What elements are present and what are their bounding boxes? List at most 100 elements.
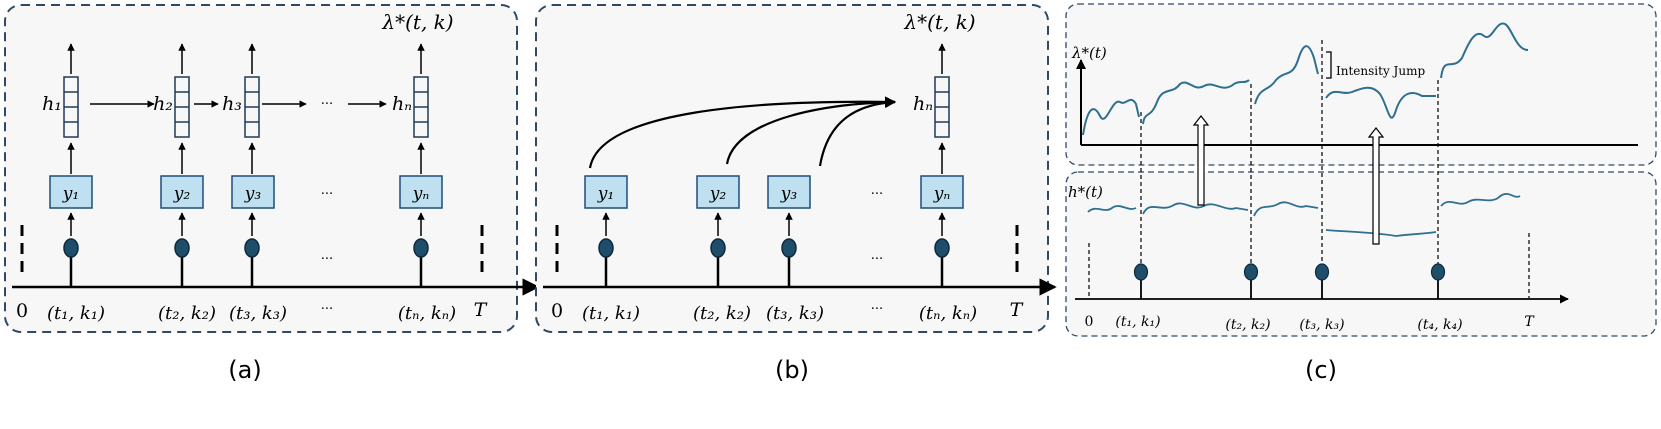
intensity-curve-seg4 (1325, 86, 1436, 119)
h-label: h₂ (153, 93, 173, 115)
ellipsis: ··· (871, 187, 883, 202)
h-label: hₙ (913, 93, 933, 115)
y-box (49, 175, 93, 209)
hidden-curve-seg3 (1253, 201, 1319, 217)
y-box (399, 175, 443, 209)
h-label: h₃ (222, 93, 242, 115)
event-dot (63, 238, 79, 258)
h-label: hₙ (392, 93, 412, 115)
panel-b-event-1 (598, 238, 614, 287)
hidden-vector-2 (174, 76, 190, 138)
event-dot (1243, 263, 1259, 281)
start-label: 0 (16, 300, 28, 322)
ellipsis: ··· (321, 187, 333, 202)
caption-c: (c) (1305, 356, 1337, 384)
event-label: (t₂, k₂) (1225, 317, 1270, 333)
caption-a: (a) (228, 356, 261, 384)
intensity-label: λ*(t, k) (903, 10, 975, 34)
event-label: (tₙ, kₙ) (398, 303, 456, 324)
ellipsis: ··· (321, 252, 333, 267)
panel-b-event-3 (781, 238, 797, 287)
panel-a: y₁ y₂ y₃ yₙ h₁ h₂ h₃ hₙ (4, 4, 540, 384)
event-label: (t₁, k₁) (47, 303, 105, 324)
event-label: (t₁, k₁) (1115, 314, 1160, 330)
intensity-curve-seg3 (1254, 45, 1319, 105)
event-label: (t₂, k₂) (693, 303, 751, 324)
panel-c: λ*(t) Intensity Jump h*(t) (1065, 3, 1657, 384)
start-label: 0 (1085, 314, 1094, 330)
event-dot (174, 238, 190, 258)
hidden-axis-label: h*(t) (1068, 183, 1103, 201)
hidden-vector-n (413, 76, 429, 138)
y-label: yₙ (412, 184, 430, 204)
panel-b: y₁ y₂ y₃ yₙ hₙ λ*(t, k) ··· ··· 0 (t₁, k… (535, 4, 1057, 384)
attention-curve-1 (588, 96, 897, 169)
event-dot (244, 238, 260, 258)
y-label: y₁ (62, 184, 79, 204)
hidden-curve-seg2 (1142, 202, 1249, 215)
event-label: (t₁, k₁) (582, 303, 640, 324)
panel-a-event-3 (244, 238, 260, 287)
y-label: y₁ (597, 184, 614, 204)
y-box (231, 175, 275, 209)
y-label: y₂ (709, 184, 727, 204)
hollow-arrow-icon (1367, 127, 1385, 245)
hidden-curve-seg4 (1325, 229, 1437, 237)
y-label: y₂ (173, 184, 191, 204)
h-label: h₁ (42, 93, 62, 115)
intensity-axis-label: λ*(t) (1071, 44, 1107, 62)
event-dot (1314, 263, 1330, 281)
hidden-curve-seg5 (1440, 193, 1521, 207)
event-label: (t₃, k₃) (1299, 317, 1344, 333)
y-box (160, 175, 204, 209)
event-label: (t₄, k₄) (1417, 317, 1462, 333)
event-dot (781, 238, 797, 258)
panel-a-frame (4, 4, 518, 333)
panel-c-event-1 (1133, 263, 1149, 299)
panel-a-event-n (413, 238, 429, 287)
event-dot (413, 238, 429, 258)
y-box (696, 175, 740, 209)
start-label: 0 (551, 300, 563, 322)
event-dot (1430, 263, 1446, 281)
y-box (920, 175, 964, 209)
caption-b: (b) (775, 356, 809, 384)
panel-c-bottom-frame (1065, 171, 1657, 337)
hidden-curve-seg1 (1087, 205, 1137, 213)
y-box (767, 175, 811, 209)
event-label: (tₙ, kₙ) (919, 303, 977, 324)
event-label: (t₃, k₃) (229, 303, 287, 324)
hidden-vector-3 (244, 76, 260, 138)
panel-c-top-frame (1065, 3, 1657, 166)
ellipsis: ··· (871, 302, 883, 317)
jump-bracket (1326, 51, 1332, 79)
y-label: yₙ (933, 184, 951, 204)
intensity-label: λ*(t, k) (381, 10, 453, 34)
panel-b-event-n (934, 238, 950, 287)
intensity-curve-seg5 (1440, 22, 1529, 79)
jump-label: Intensity Jump (1336, 64, 1425, 78)
ellipsis: ··· (321, 302, 333, 317)
y-label: y₃ (780, 184, 798, 204)
event-dot (710, 238, 726, 258)
y-box (584, 175, 628, 209)
intensity-curve-seg2 (1142, 79, 1250, 125)
hollow-arrow-icon (1192, 115, 1210, 206)
hidden-vector-n (934, 76, 950, 138)
end-label: T (1524, 314, 1535, 330)
panel-c-event-3 (1314, 263, 1330, 299)
panel-a-event-1 (63, 238, 79, 287)
panel-b-event-2 (710, 238, 726, 287)
attention-curve-3 (818, 97, 897, 167)
event-label: (t₃, k₃) (766, 303, 824, 324)
end-label: T (474, 299, 488, 321)
event-label: (t₂, k₂) (158, 303, 216, 324)
panel-b-frame (535, 4, 1049, 333)
hidden-vector-1 (63, 76, 79, 138)
ellipsis: ··· (871, 252, 883, 267)
ellipsis: ··· (321, 97, 333, 112)
panel-c-event-2 (1243, 263, 1259, 299)
attention-curve-2 (725, 96, 897, 165)
panel-a-event-2 (174, 238, 190, 287)
